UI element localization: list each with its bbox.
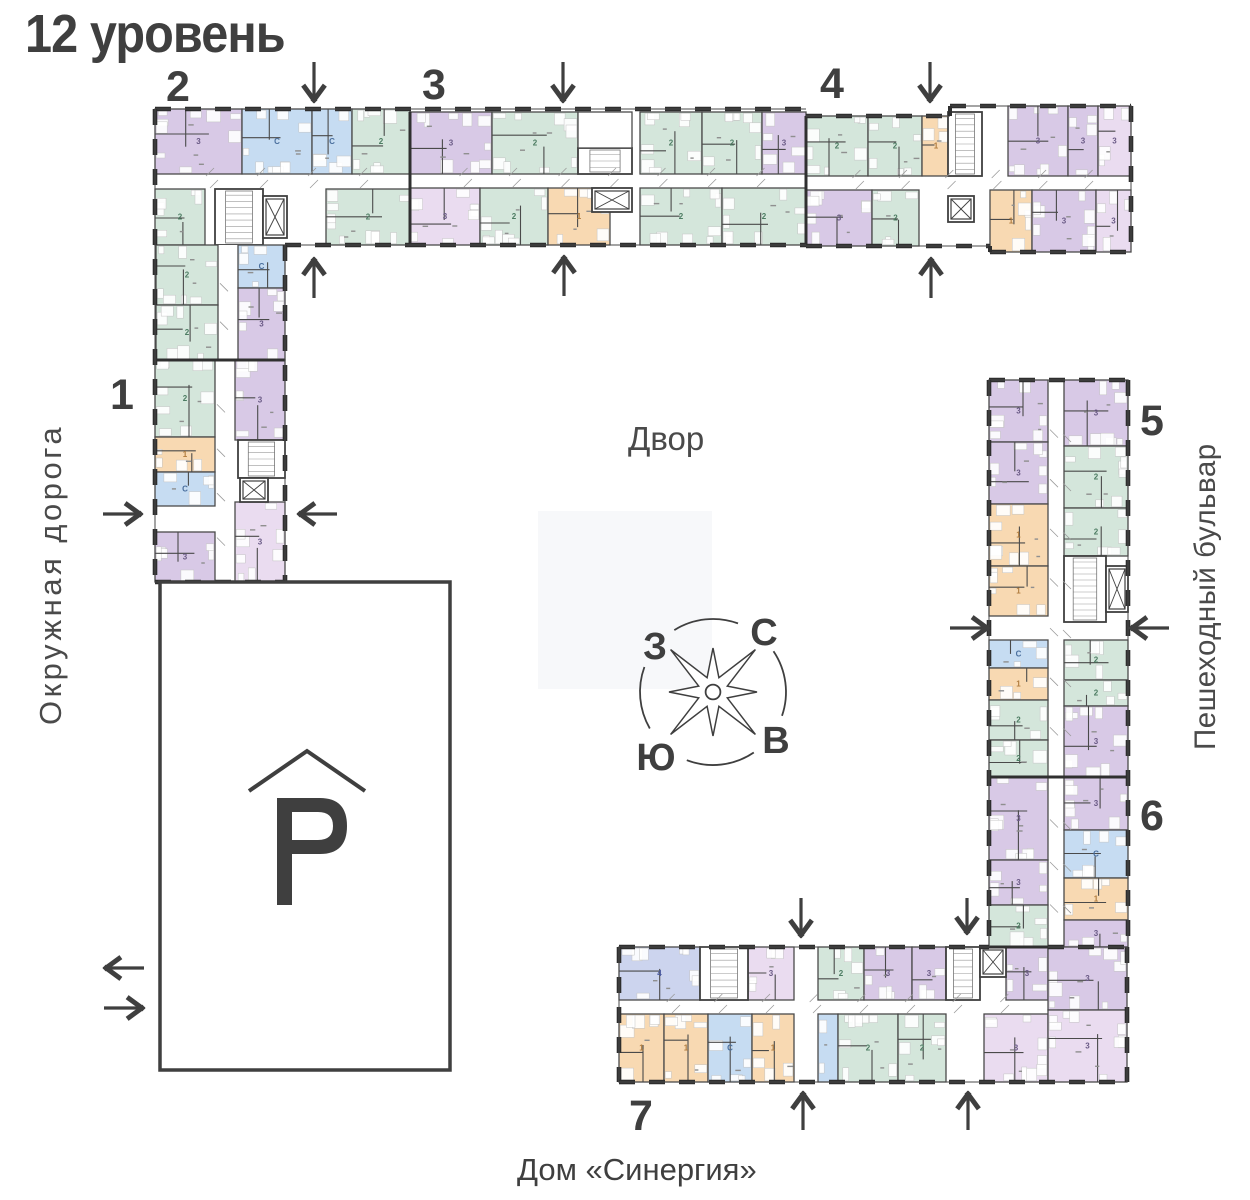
svg-text:2: 2 <box>893 142 898 151</box>
svg-text:С: С <box>1093 850 1099 859</box>
svg-text:2: 2 <box>839 969 844 978</box>
svg-text:3: 3 <box>183 553 188 562</box>
svg-text:3: 3 <box>1014 1044 1019 1053</box>
svg-text:4: 4 <box>820 60 844 108</box>
svg-text:2: 2 <box>183 394 188 403</box>
svg-text:В: В <box>762 720 789 762</box>
svg-text:С: С <box>259 262 265 271</box>
svg-text:2: 2 <box>920 1044 925 1053</box>
svg-text:Пешеходный бульвар: Пешеходный бульвар <box>1189 443 1222 750</box>
svg-text:2: 2 <box>669 139 674 148</box>
svg-text:3: 3 <box>1094 929 1099 938</box>
svg-text:С: С <box>750 612 777 654</box>
svg-text:3: 3 <box>1016 469 1021 478</box>
svg-text:Окружная дорога: Окружная дорога <box>33 424 68 725</box>
svg-text:2: 2 <box>185 271 190 280</box>
svg-text:5: 5 <box>1140 397 1164 445</box>
svg-text:Дом «Синергия»: Дом «Синергия» <box>517 1152 757 1187</box>
svg-text:3: 3 <box>782 139 787 148</box>
svg-text:6: 6 <box>1140 792 1164 840</box>
svg-text:3: 3 <box>1112 137 1117 146</box>
svg-text:3: 3 <box>769 969 774 978</box>
svg-text:3: 3 <box>1094 799 1099 808</box>
svg-text:3: 3 <box>1094 737 1099 746</box>
svg-text:1: 1 <box>577 212 582 221</box>
svg-text:3: 3 <box>422 61 446 109</box>
svg-text:3: 3 <box>449 139 454 148</box>
svg-text:3: 3 <box>1025 969 1030 978</box>
svg-text:2: 2 <box>866 1044 871 1053</box>
svg-text:3: 3 <box>258 396 263 405</box>
svg-text:2: 2 <box>1094 656 1099 665</box>
svg-text:С: С <box>274 137 280 146</box>
svg-text:3: 3 <box>1085 1042 1090 1051</box>
svg-text:2: 2 <box>185 328 190 337</box>
svg-text:3: 3 <box>886 969 891 978</box>
svg-text:1: 1 <box>110 371 134 419</box>
svg-text:12 уровень: 12 уровень <box>25 3 285 64</box>
svg-text:2: 2 <box>533 139 538 148</box>
svg-text:3: 3 <box>1081 137 1086 146</box>
svg-text:2: 2 <box>730 139 735 148</box>
svg-text:Ю: Ю <box>636 737 675 779</box>
svg-text:3: 3 <box>1111 217 1116 226</box>
svg-text:3: 3 <box>259 320 264 329</box>
svg-text:2: 2 <box>835 142 840 151</box>
svg-text:С: С <box>1016 650 1022 659</box>
svg-text:2: 2 <box>166 63 190 111</box>
svg-text:3: 3 <box>927 969 932 978</box>
svg-text:С: С <box>727 1044 733 1053</box>
svg-text:С: С <box>182 485 188 494</box>
svg-text:З: З <box>643 626 667 668</box>
svg-text:2: 2 <box>1016 922 1021 931</box>
svg-text:3: 3 <box>1094 409 1099 418</box>
svg-text:3: 3 <box>1062 217 1067 226</box>
svg-text:2: 2 <box>379 137 384 146</box>
svg-text:2: 2 <box>893 214 898 223</box>
svg-text:1: 1 <box>934 142 939 151</box>
svg-text:1: 1 <box>1094 895 1099 904</box>
svg-text:2: 2 <box>1016 716 1021 725</box>
svg-text:2: 2 <box>366 213 371 222</box>
svg-text:2: 2 <box>512 212 517 221</box>
svg-text:1: 1 <box>771 1044 776 1053</box>
svg-text:2: 2 <box>679 212 684 221</box>
svg-text:7: 7 <box>629 1092 653 1140</box>
svg-text:3: 3 <box>1016 878 1021 887</box>
svg-text:3: 3 <box>1085 974 1090 983</box>
svg-text:1: 1 <box>1016 531 1021 540</box>
svg-text:3: 3 <box>1036 137 1041 146</box>
svg-text:1: 1 <box>1009 217 1014 226</box>
svg-text:2: 2 <box>178 213 183 222</box>
svg-text:1: 1 <box>684 1044 689 1053</box>
svg-text:3: 3 <box>1016 407 1021 416</box>
svg-text:2: 2 <box>1094 473 1099 482</box>
svg-text:3: 3 <box>443 212 448 221</box>
svg-text:1: 1 <box>639 1044 644 1053</box>
svg-text:2: 2 <box>1016 754 1021 763</box>
svg-text:1: 1 <box>183 450 188 459</box>
svg-text:3: 3 <box>837 214 842 223</box>
svg-text:1: 1 <box>1016 587 1021 596</box>
svg-text:С: С <box>329 137 335 146</box>
svg-text:3: 3 <box>1016 814 1021 823</box>
svg-text:Двор: Двор <box>628 420 704 457</box>
svg-text:3: 3 <box>196 137 201 146</box>
svg-text:3: 3 <box>258 538 263 547</box>
svg-text:4: 4 <box>657 969 662 978</box>
svg-text:1: 1 <box>1016 680 1021 689</box>
svg-text:2: 2 <box>762 212 767 221</box>
svg-text:2: 2 <box>1094 689 1099 698</box>
svg-text:2: 2 <box>1094 528 1099 537</box>
